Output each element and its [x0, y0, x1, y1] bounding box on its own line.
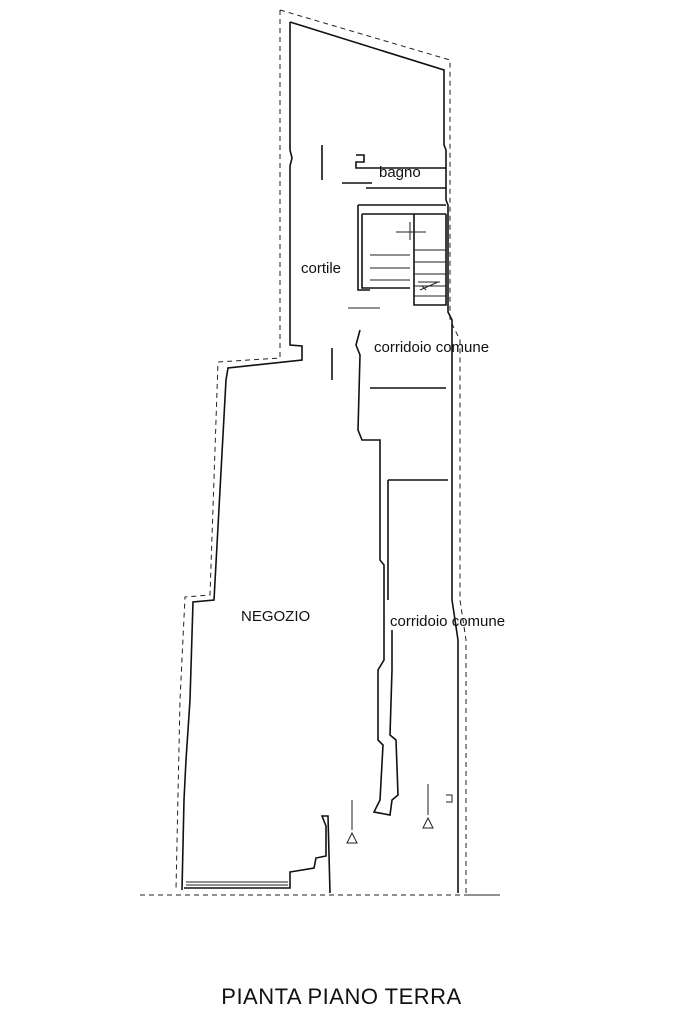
negozio-party-wall [355, 329, 399, 816]
room-label-cortile: cortile [301, 260, 341, 277]
stair-block [357, 204, 447, 306]
stair-treads [370, 222, 446, 297]
room-label-corridoio-1: corridoio comune [374, 339, 489, 356]
plan-title: PIANTA PIANO TERRA [221, 984, 462, 1009]
entrance-marker-2 [422, 784, 434, 829]
storefront-glazing [186, 881, 288, 886]
corridor-wall [370, 387, 448, 600]
entrance-marker-1 [346, 800, 358, 844]
property-boundary [279, 9, 500, 896]
outer-wall [181, 21, 459, 893]
bagno-door [321, 145, 372, 184]
room-label-corridoio-2: corridoio comune [390, 613, 505, 630]
bagno-partition [355, 154, 446, 189]
stair-arrow [419, 281, 439, 291]
room-label-negozio: NEGOZIO [241, 608, 310, 625]
storefront [184, 815, 331, 894]
room-label-bagno: bagno [379, 164, 421, 181]
right-notch [446, 794, 453, 803]
property-boundary-left [175, 10, 281, 891]
